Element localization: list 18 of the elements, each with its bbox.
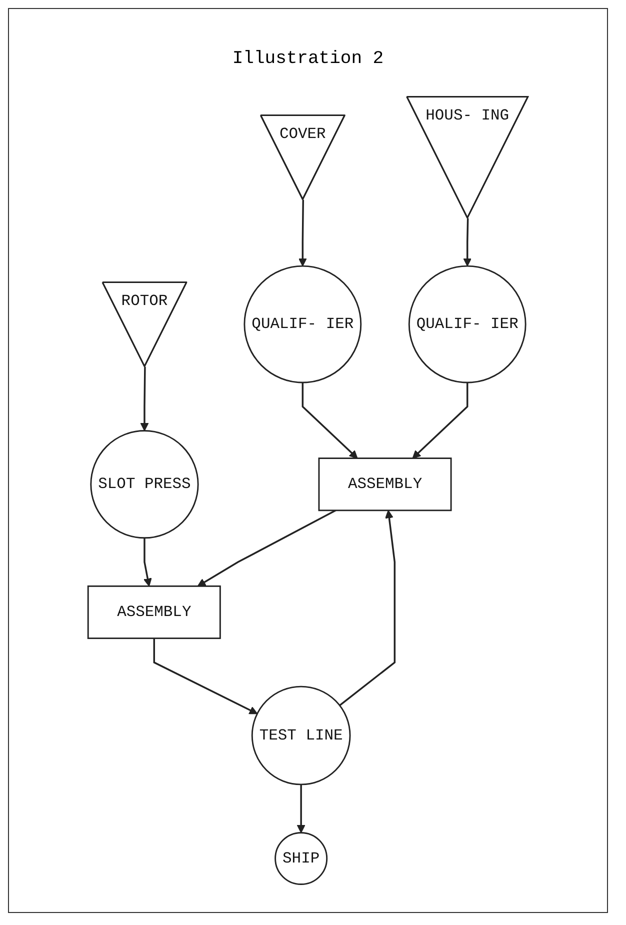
node-box: ASSEMBLY: [318, 458, 452, 512]
arrow: [412, 382, 468, 459]
node-circle: QUALIF- IER: [244, 265, 362, 384]
diagram-title: Illustration 2: [232, 49, 384, 69]
arrow: [339, 510, 396, 706]
arrow: [153, 638, 258, 714]
arrow: [463, 218, 472, 266]
arrow: [197, 510, 336, 587]
node-circle: TEST LINE: [251, 686, 351, 786]
arrow: [302, 382, 358, 459]
node-circle: SHIP: [274, 832, 328, 885]
arrow: [140, 366, 149, 432]
arrow: [144, 538, 152, 587]
arrow: [296, 784, 306, 834]
node-circle: QUALIF- IER: [408, 265, 526, 384]
arrow: [298, 200, 307, 266]
node-box: ASSEMBLY: [87, 585, 221, 640]
node-circle: SLOT PRESS: [90, 430, 199, 539]
